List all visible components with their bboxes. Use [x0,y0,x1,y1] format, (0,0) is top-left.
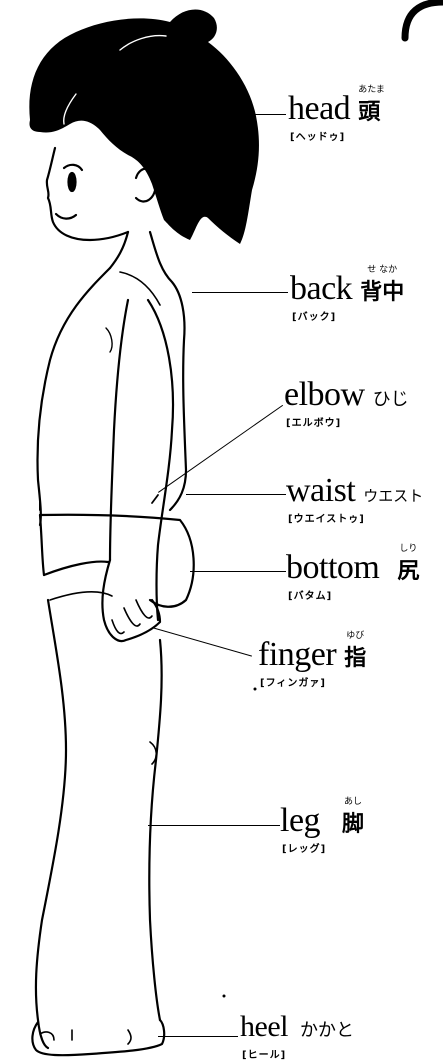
label-waist: waist ウエスト [ウエイストゥ] [286,474,423,525]
leg-back [149,640,161,1020]
label-leg: leg あし脚 [レッグ] [280,804,364,855]
label-waist-en: waist [286,472,355,509]
label-heel-en: heel [240,1010,288,1043]
label-bottom-kata: [バタム] [288,587,419,602]
label-back-kata: [バック] [292,308,404,323]
label-elbow: elbow ひじ [エルボウ] [284,378,409,429]
label-head: head あたま頭 [ヘッドゥ] [288,92,380,143]
label-heel-jp: かかと [300,1016,354,1042]
label-bottom-jp: しり尻 [397,553,419,585]
label-bottom: bottom しり尻 [バタム] [286,551,419,602]
label-waist-jp: ウエスト [363,485,423,506]
leader-leg [148,825,280,826]
label-elbow-jp: ひじ [373,385,409,411]
label-leg-jp: あし脚 [342,806,364,838]
label-back-jp: せ なか背中 [360,274,404,306]
hair [29,9,259,244]
corner-arc [405,2,443,38]
underwear [40,515,194,607]
label-heel-kata: [ヒール] [242,1046,354,1061]
torso-front [38,268,111,525]
label-finger-kata: [フィンガァ] [260,674,366,689]
leader-bottom [190,571,286,572]
leader-heel [158,1036,238,1037]
leg-front [36,600,66,1048]
label-leg-en: leg [280,802,320,839]
label-heel: heel かかと [ヒール] [240,1010,354,1061]
leader-back [192,292,288,293]
label-waist-kata: [ウエイストゥ] [288,510,423,525]
label-finger-en: finger [258,636,336,673]
leader-head [250,114,286,115]
label-finger: finger ゆび指 [フィンガァ] [258,638,366,689]
label-bottom-en: bottom [286,549,379,586]
label-head-kata: [ヘッドゥ] [290,128,380,143]
eye [69,173,76,191]
leader-waist [186,494,286,495]
label-elbow-kata: [エルボウ] [286,414,409,429]
label-leg-kata: [レッグ] [282,840,364,855]
arm [148,300,173,620]
foot [32,1020,164,1055]
label-head-jp: あたま頭 [358,94,380,126]
label-head-en: head [288,90,350,127]
label-finger-jp: ゆび指 [344,640,366,672]
label-back-en: back [290,270,352,307]
label-elbow-en: elbow [284,376,365,413]
face-outline [47,148,128,240]
